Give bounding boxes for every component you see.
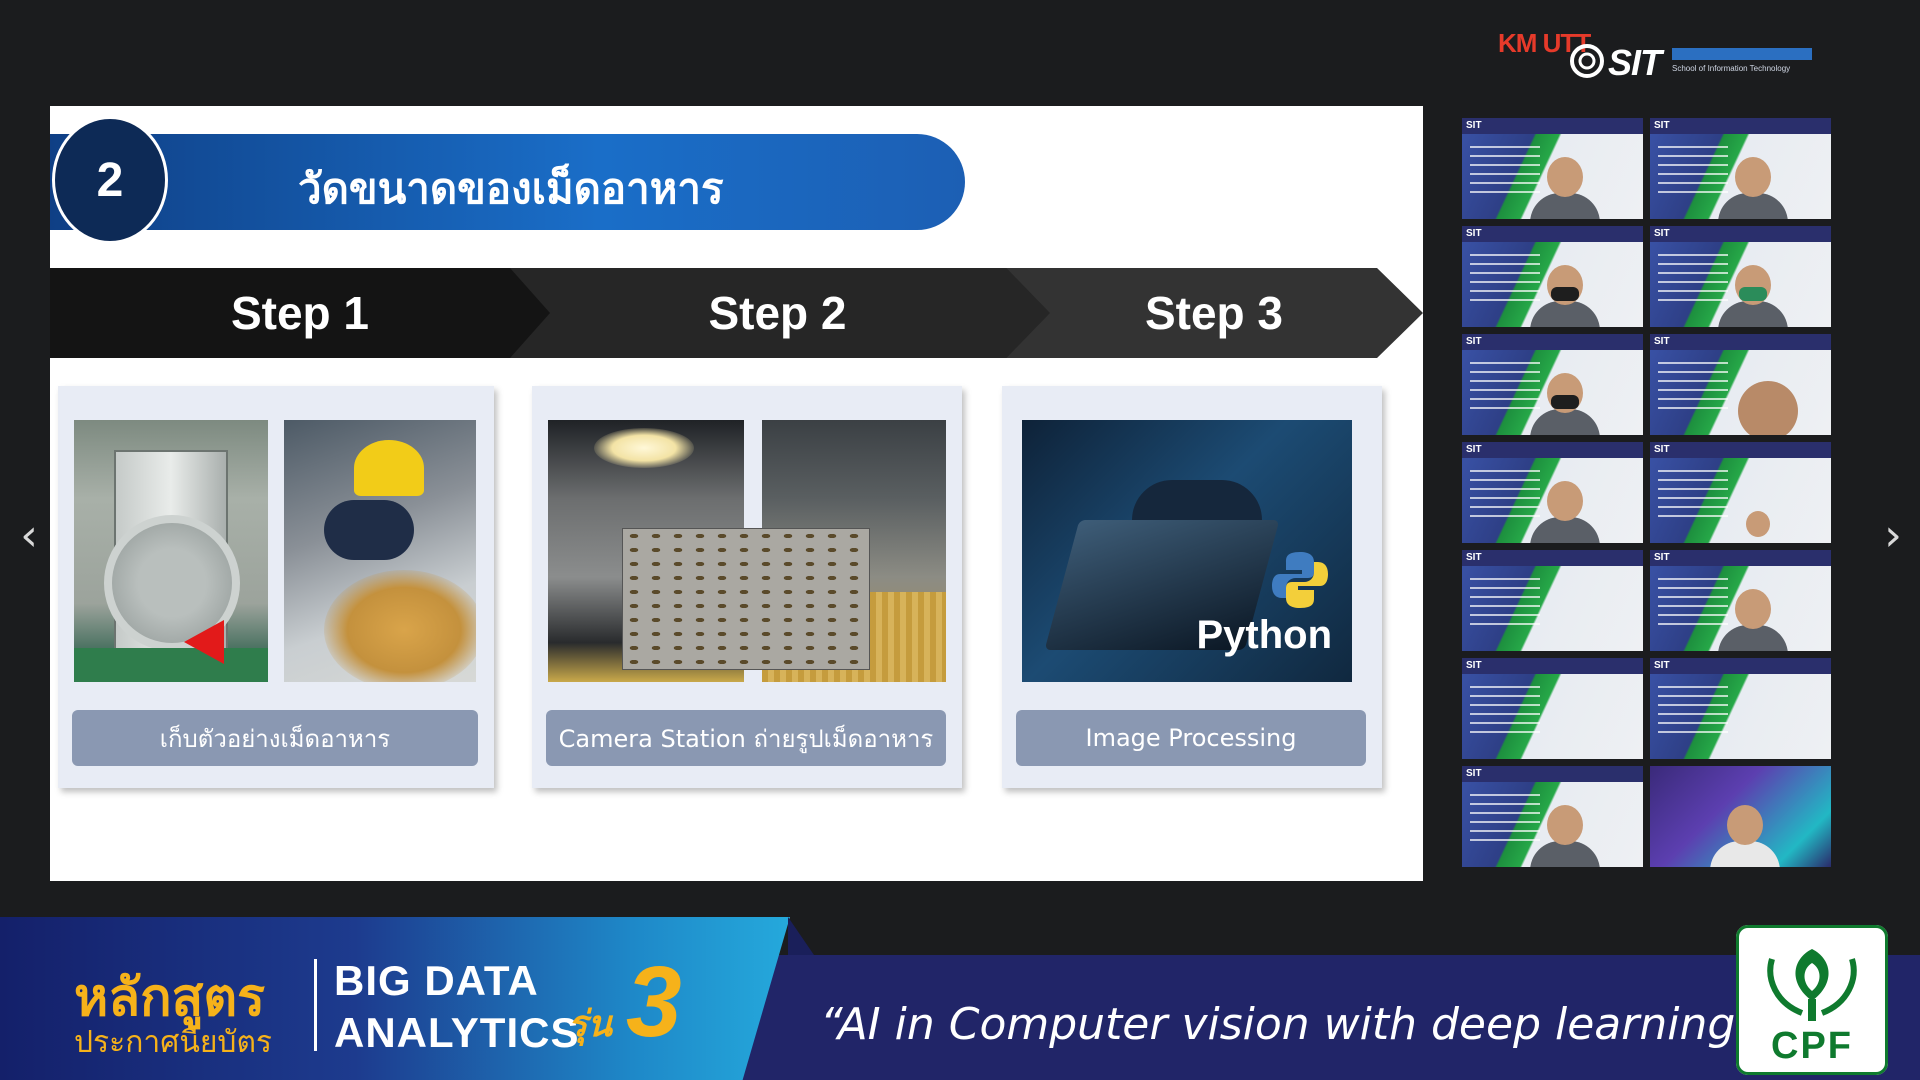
participant-tile[interactable]: SIT [1650, 658, 1831, 759]
slide-title: วัดขนาดของเม็ดอาหาร [298, 164, 724, 213]
chevron-left-icon: ‹ [20, 510, 38, 561]
program-name-line1: BIG DATA [334, 957, 539, 1004]
step-3-card: Python Image Processing [1002, 386, 1382, 788]
sit-subtitle: School of Information Technology [1672, 64, 1791, 73]
sit-swirl-icon [1570, 44, 1604, 78]
shared-slide: 2 วัดขนาดของเม็ดอาหาร Step 1 Step 2 Step… [50, 106, 1423, 881]
slide-title-bar [50, 134, 965, 230]
next-slide-button[interactable]: › [1878, 512, 1908, 560]
slide-number-badge: 2 [52, 116, 168, 244]
participant-tile[interactable]: SIT [1650, 550, 1831, 651]
python-coding-photo: Python [1022, 420, 1352, 682]
step-2: Step 2 [505, 268, 1050, 358]
session-quote: “AI in Computer vision with deep learnin… [820, 999, 1759, 1050]
feed-pellet-image [622, 528, 870, 670]
step-3-label: Image Processing [1016, 710, 1366, 766]
cpf-logo-text: CPF [1771, 1025, 1853, 1067]
program-name-line2: ANALYTICS [334, 1009, 580, 1056]
previous-slide-button[interactable]: ‹ [14, 512, 44, 560]
helmet-icon [354, 440, 424, 496]
participant-tile[interactable]: SIT [1462, 766, 1643, 867]
course-banner: หลักสูตร ประกาศนียบัตร BIG DATA ANALYTIC… [0, 917, 1920, 1080]
participant-tile[interactable]: SIT [1650, 226, 1831, 327]
step-2-label: Camera Station ถ่ายรูปเม็ดอาหาร [546, 710, 946, 766]
participant-tile[interactable] [1650, 766, 1831, 867]
participant-grid: SIT SIT SIT SIT SIT SIT SIT SIT SIT SIT … [1462, 118, 1834, 870]
sit-logo: SIT [1608, 42, 1662, 83]
red-arrow-icon [184, 620, 224, 664]
step-1-label: เก็บตัวอย่างเม็ดอาหาร [72, 710, 478, 766]
sponsor-logos: KM UTT SIT School of Information Technol… [1490, 14, 1812, 84]
participant-tile[interactable]: SIT [1462, 658, 1643, 759]
participant-tile[interactable]: SIT [1462, 550, 1643, 651]
course-title: หลักสูตร [74, 968, 266, 1028]
participant-tile[interactable]: SIT [1462, 226, 1643, 327]
feed-machine-photo [74, 420, 268, 682]
participant-tile[interactable]: SIT [1462, 334, 1643, 435]
step-1-card: เก็บตัวอย่างเม็ดอาหาร [58, 386, 494, 788]
cpf-logo: CPF [1736, 925, 1888, 1075]
python-logo-icon [1272, 552, 1328, 608]
step-chevrons: Step 1 Step 2 Step 3 [50, 268, 1423, 358]
step-1: Step 1 [50, 268, 550, 358]
participant-tile[interactable]: SIT [1650, 118, 1831, 219]
worker-sampling-photo [284, 420, 476, 682]
cpf-emblem-icon [1767, 949, 1857, 1021]
python-text: Python [1196, 613, 1332, 657]
batch-number: 3 [626, 946, 682, 1058]
participant-tile[interactable]: SIT [1462, 118, 1643, 219]
step-2-card: Camera Station ถ่ายรูปเม็ดอาหาร [532, 386, 962, 788]
sit-logo-bar [1672, 48, 1812, 60]
course-subtitle: ประกาศนียบัตร [74, 1025, 273, 1060]
step-3: Step 3 [1005, 268, 1423, 358]
banner-divider [314, 959, 317, 1051]
chevron-right-icon: › [1884, 510, 1902, 561]
participant-tile[interactable]: SIT [1462, 442, 1643, 543]
batch-label: รุ่น [568, 1004, 612, 1045]
participant-tile[interactable]: SIT [1650, 442, 1831, 543]
participant-tile[interactable]: SIT [1650, 334, 1831, 435]
